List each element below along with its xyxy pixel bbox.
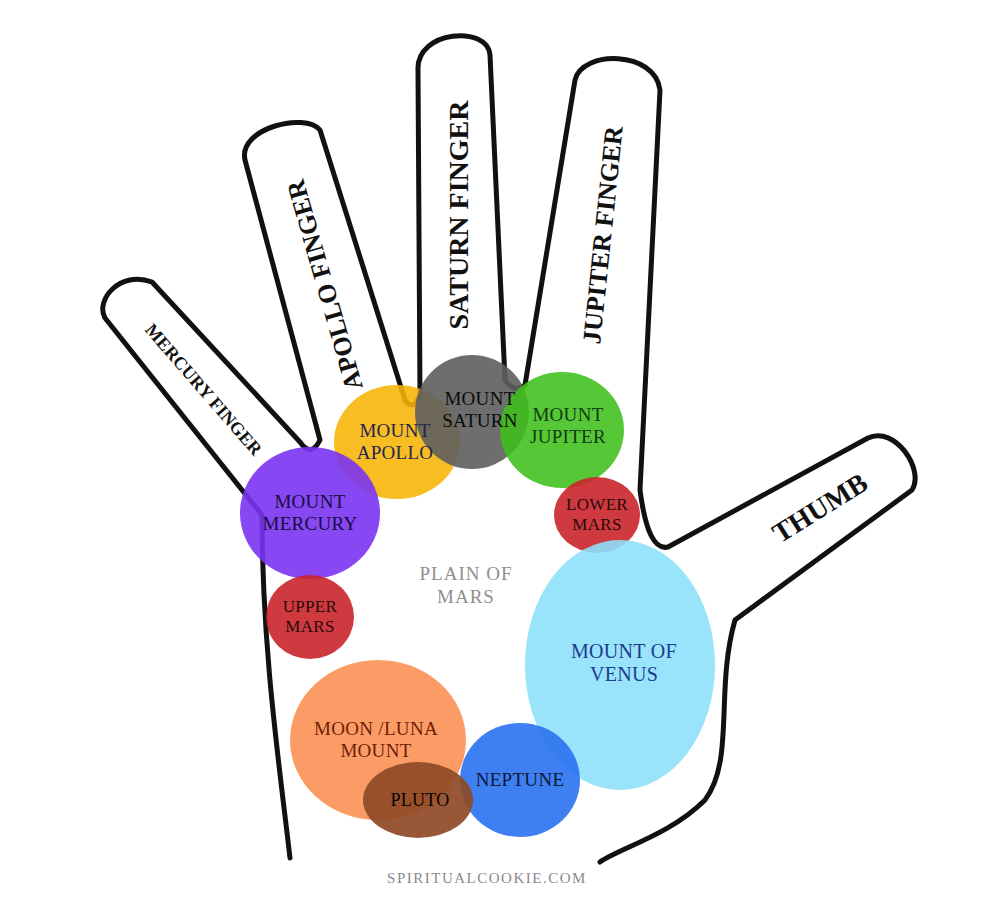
finger-name-holder: JUPITER FINGER (576, 125, 630, 346)
palm-mount: UPPER MARS (266, 575, 354, 659)
mount-ellipse (500, 372, 624, 488)
finger-name: APOLLO FINGER (280, 176, 370, 394)
finger-name-holder: APOLLO FINGER (280, 176, 370, 394)
watermark-holder: SPIRITUALCOOKIE.COM (387, 869, 587, 887)
mount-name: MOUNT OF VENUS (554, 640, 694, 686)
palm-mount: PLUTO (363, 762, 473, 838)
mount-name: MOUNT JUPITER (513, 404, 623, 448)
mount-ellipse (363, 762, 473, 838)
mount-ellipse (460, 723, 580, 837)
mount-name: NEPTUNE (465, 769, 575, 791)
mount-name: MOUNT SATURN (430, 388, 530, 432)
palm-mount: MOUNT MERCURY (240, 447, 380, 579)
mount-name: LOWER MARS (557, 495, 637, 534)
region-name: PLAIN OF MARS (409, 563, 524, 609)
finger-name: THUMB (766, 466, 874, 551)
mount-ellipse (240, 447, 380, 579)
finger-name: JUPITER FINGER (576, 125, 630, 346)
region-name-holder: PLAIN OF MARS (409, 563, 524, 609)
mount-name: MOUNT APOLLO (345, 420, 445, 464)
finger-name-holder: THUMB (766, 466, 874, 551)
finger-name-holder: SATURN FINGER (442, 101, 476, 330)
hand-outline (103, 36, 915, 862)
mount-name: PLUTO (375, 790, 465, 811)
finger-name: SATURN FINGER (442, 101, 476, 330)
mount-name: UPPER MARS (270, 597, 350, 636)
mount-name: MOON /LUNA MOUNT (309, 718, 444, 762)
palm-mount: NEPTUNE (460, 723, 580, 837)
mount-ellipse (266, 575, 354, 659)
mount-name: MOUNT MERCURY (248, 491, 373, 535)
palm-mount: MOUNT JUPITER (500, 372, 624, 488)
watermark: SPIRITUALCOOKIE.COM (387, 869, 587, 887)
